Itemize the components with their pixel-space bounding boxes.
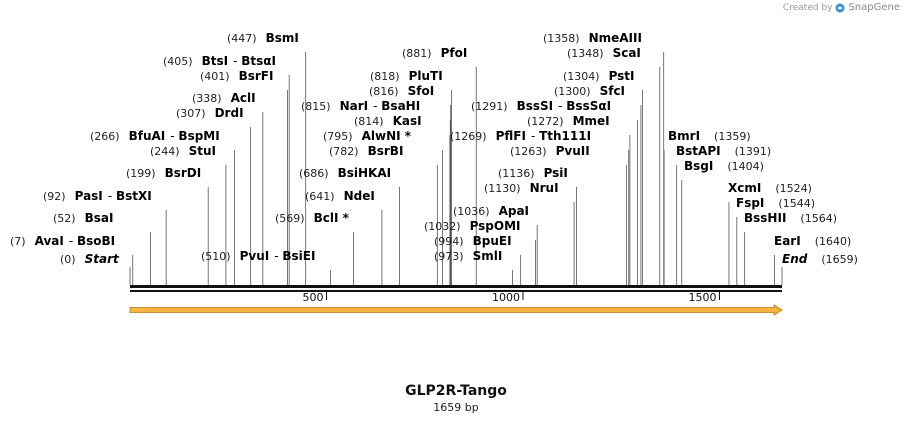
site-label[interactable]: (401)BsrFI xyxy=(200,69,273,83)
site-label[interactable]: (816)SfoI xyxy=(369,84,434,98)
site-label[interactable]: (338)AclI xyxy=(192,91,256,105)
end-label: End(1659) xyxy=(782,252,858,266)
site-label[interactable]: (52)BsaI xyxy=(53,211,113,225)
site-label[interactable]: (1136)PsiI xyxy=(498,166,568,180)
map-title: GLP2R-Tango xyxy=(405,383,507,399)
feature-arrow-shape[interactable] xyxy=(129,304,783,316)
site-label[interactable]: BstAPI(1391) xyxy=(676,144,771,158)
map-length: 1659 bp xyxy=(433,401,479,414)
site-label[interactable]: (641)NdeI xyxy=(305,189,375,203)
site-label[interactable]: (1263)PvuII xyxy=(510,144,590,158)
site-label[interactable]: (881)PfoI xyxy=(402,46,467,60)
sequence-map: (7)AvaI- BsoBI (52)BsaI (92)PasI- BstXI (19… xyxy=(10,31,858,316)
site-label[interactable]: (795)AlwNI * xyxy=(323,129,412,143)
site-label[interactable]: BssHII(1564) xyxy=(744,211,837,225)
site-label[interactable]: (1300)SfcI xyxy=(554,84,625,98)
site-label[interactable]: (447)BsmI xyxy=(227,31,299,45)
site-label[interactable]: (973)SmlI xyxy=(434,249,502,263)
site-label[interactable]: (199)BsrDI xyxy=(126,166,201,180)
site-label[interactable]: (92)PasI- BstXI xyxy=(43,189,152,203)
site-label[interactable]: (244)StuI xyxy=(150,144,216,158)
site-label[interactable]: (1272)MmeI xyxy=(527,114,610,128)
site-label[interactable]: (1358)NmeAIII xyxy=(543,31,642,45)
site-labels: (7)AvaI- BsoBI (52)BsaI (92)PasI- BstXI (19… xyxy=(10,31,858,266)
site-label[interactable]: (686)BsiHKAI xyxy=(299,166,391,180)
start-label: (0)Start xyxy=(60,252,120,266)
credit-prefix: Created by xyxy=(782,2,833,13)
site-lines xyxy=(129,52,783,285)
snapgene-logo-icon xyxy=(835,3,845,12)
site-label[interactable]: BsgI(1404) xyxy=(684,159,764,173)
site-label[interactable]: (782)BsrBI xyxy=(329,144,403,158)
site-label[interactable]: (1130)NruI xyxy=(484,181,559,195)
tick-label: 1000 xyxy=(492,291,520,304)
site-label[interactable]: (1269)PflFI- Tth111I xyxy=(450,129,591,143)
site-label[interactable]: (1348)ScaI xyxy=(567,46,641,60)
credit-brand: SnapGene xyxy=(848,2,900,13)
site-label[interactable]: (994)BpuEI xyxy=(434,234,512,248)
tick-label: 500 xyxy=(303,291,324,304)
site-label[interactable]: (7)AvaI- BsoBI xyxy=(10,234,115,248)
backbone-top-strand xyxy=(130,285,782,288)
snapgene-credit: Created by SnapGene xyxy=(783,2,900,13)
site-label[interactable]: (266)BfuAI- BspMI xyxy=(90,129,220,143)
feature-arrow[interactable] xyxy=(129,304,783,316)
site-label[interactable]: (818)PluTI xyxy=(370,69,443,83)
site-label[interactable]: XcmI(1524) xyxy=(728,181,812,195)
site-label[interactable]: EarI(1640) xyxy=(774,234,851,248)
site-label[interactable]: FspI(1544) xyxy=(736,196,815,210)
site-label[interactable]: (510)PvuI- BsiEI xyxy=(201,249,315,263)
site-label[interactable]: (1032)PspOMI xyxy=(424,219,521,233)
site-label[interactable]: (405)BtsI- BtsαI xyxy=(163,54,276,68)
site-label[interactable]: (569)BclI * xyxy=(275,211,350,225)
sequence-backbone xyxy=(130,285,782,292)
site-label[interactable]: (814)KasI xyxy=(354,114,422,128)
site-label[interactable]: (815)NarI- BsaHI xyxy=(301,99,420,113)
site-label[interactable]: (1291)BssSI- BssSαI xyxy=(471,99,611,113)
site-label[interactable]: (1304)PstI xyxy=(563,69,635,83)
site-label[interactable]: (307)DrdI xyxy=(176,106,244,120)
backbone-bottom-strand xyxy=(130,290,782,292)
site-label[interactable]: (1036)ApaI xyxy=(453,204,529,218)
site-label[interactable]: BmrI(1359) xyxy=(668,129,751,143)
tick-label: 1500 xyxy=(689,291,717,304)
scale-ticks: 500 1000 1500 xyxy=(303,291,721,304)
